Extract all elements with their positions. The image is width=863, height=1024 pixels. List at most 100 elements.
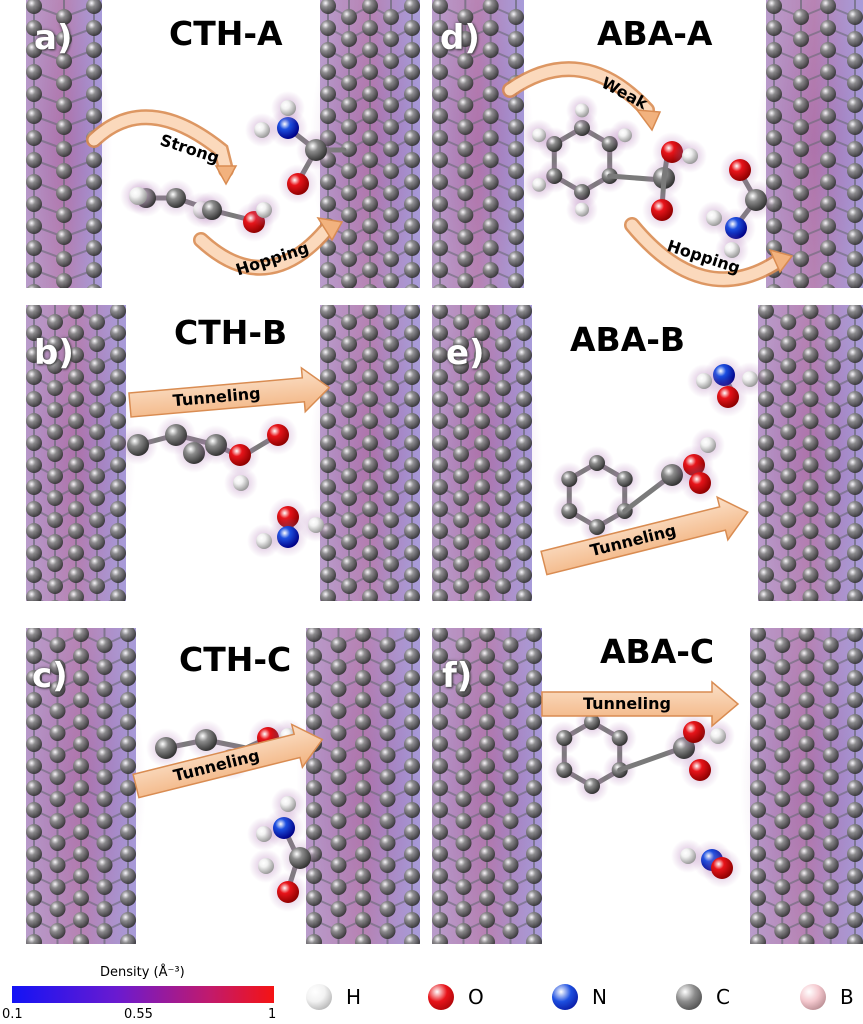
- atom-o: [729, 159, 751, 181]
- atom-h: [256, 202, 272, 218]
- panel-e: Tunneling e) ABA-B: [432, 305, 863, 601]
- atom-c: [584, 714, 600, 730]
- atom-c: [202, 200, 222, 220]
- atom-h: [256, 533, 272, 549]
- atom-h: [280, 100, 296, 116]
- arrow-label: Tunneling: [583, 694, 671, 713]
- atom-legend-n: N: [552, 982, 607, 1012]
- atom-c-label: C: [716, 985, 730, 1009]
- atom-c: [556, 762, 573, 778]
- tunneling-arrow: Tunneling: [128, 366, 331, 418]
- atom-legend-o: O: [428, 982, 484, 1012]
- panel-c: Tunneling c) CTH-C: [26, 628, 420, 944]
- atom-h: [308, 517, 324, 533]
- panel-e-render: Tunneling: [432, 305, 863, 601]
- panel-b-render: Tunneling: [26, 305, 420, 601]
- panel-f: Tunneling f) ABA-C: [432, 628, 863, 944]
- atom-h-label: H: [346, 985, 362, 1009]
- atom-o: [717, 386, 739, 408]
- atom-c: [589, 519, 605, 535]
- atom-o: [689, 759, 711, 781]
- atom-c: [589, 455, 605, 471]
- atom-h: [696, 373, 712, 389]
- atom-b-label: B: [840, 985, 854, 1009]
- atom-h: [258, 858, 274, 874]
- panel-f-render: Tunneling: [432, 628, 863, 944]
- atom-o: [277, 881, 299, 903]
- atom-c: [561, 503, 578, 519]
- atom-o: [651, 199, 673, 221]
- panel-b-title: CTH-B: [174, 313, 288, 352]
- atom-o: [287, 173, 309, 195]
- atom-n-label: N: [592, 985, 607, 1009]
- atom-h: [617, 128, 632, 143]
- panel-e-title: ABA-B: [570, 320, 686, 359]
- atom-c: [195, 729, 217, 751]
- atom-h: [742, 371, 758, 387]
- atom-c: [155, 737, 177, 759]
- atom-legend-c: C: [676, 982, 730, 1012]
- panel-c-render: Tunneling: [26, 628, 420, 944]
- atom-h: [532, 177, 547, 192]
- atom-h: [682, 148, 698, 164]
- atom-h: [254, 122, 270, 138]
- arrow-label: Weak: [598, 73, 651, 113]
- atom-o: [267, 424, 289, 446]
- atom-c: [556, 730, 573, 746]
- colorbar-tick-max: 1: [268, 1007, 277, 1022]
- atom-h: [680, 848, 696, 864]
- atom-h: [710, 728, 726, 744]
- colorbar-tick-mid: 0.55: [124, 1007, 153, 1022]
- atom-h: [233, 475, 249, 491]
- colorbar-title: Density (Å⁻³): [100, 965, 185, 980]
- atom-c: [616, 471, 633, 487]
- graphene-sheet: [26, 628, 146, 944]
- atom-n: [277, 526, 299, 548]
- graphene-sheet: [756, 0, 863, 288]
- atom-b-icon: [800, 984, 826, 1010]
- atom-c: [561, 471, 578, 487]
- graphene-sheet: [740, 628, 863, 944]
- atom-h: [724, 242, 740, 258]
- atom-h: [575, 202, 589, 217]
- atom-o: [229, 444, 251, 466]
- panel-d-label: d): [440, 18, 480, 58]
- atom-n: [273, 817, 295, 839]
- panel-a-title: CTH-A: [169, 14, 283, 53]
- colorbar-tick-min: 0.1: [2, 1007, 23, 1022]
- atom-c-icon: [676, 984, 702, 1010]
- panel-e-label: e): [446, 333, 485, 373]
- atom-h: [532, 128, 547, 143]
- atom-legend-h: H: [306, 982, 361, 1012]
- atom-o-label: O: [468, 985, 484, 1009]
- graphene-sheet: [432, 628, 552, 944]
- panel-b-label: b): [34, 333, 74, 373]
- graphene-sheet: [26, 305, 136, 601]
- atom-h: [129, 187, 147, 205]
- atom-h: [700, 437, 716, 453]
- atom-h: [280, 796, 296, 812]
- graphene-sheet: [310, 0, 420, 288]
- graphene-sheet: [432, 305, 542, 601]
- graphene-sheet: [296, 628, 420, 944]
- atom-o: [689, 472, 711, 494]
- graphene-sheet: [748, 305, 863, 601]
- curved-arrow: Strong: [86, 109, 238, 186]
- atom-c: [305, 139, 327, 161]
- atom-n-icon: [552, 984, 578, 1010]
- atom-legend-b: B: [800, 982, 854, 1012]
- graphene-sheet: [432, 0, 534, 288]
- panel-a-label: a): [34, 18, 73, 58]
- atom-c: [166, 188, 186, 208]
- atom-h-icon: [306, 984, 332, 1010]
- panel-d-title: ABA-A: [597, 14, 713, 53]
- atom-o: [683, 721, 705, 743]
- tunneling-arrow: Tunneling: [541, 680, 740, 728]
- atom-c: [584, 778, 600, 794]
- atom-c: [611, 730, 628, 746]
- colorbar: [12, 986, 274, 1003]
